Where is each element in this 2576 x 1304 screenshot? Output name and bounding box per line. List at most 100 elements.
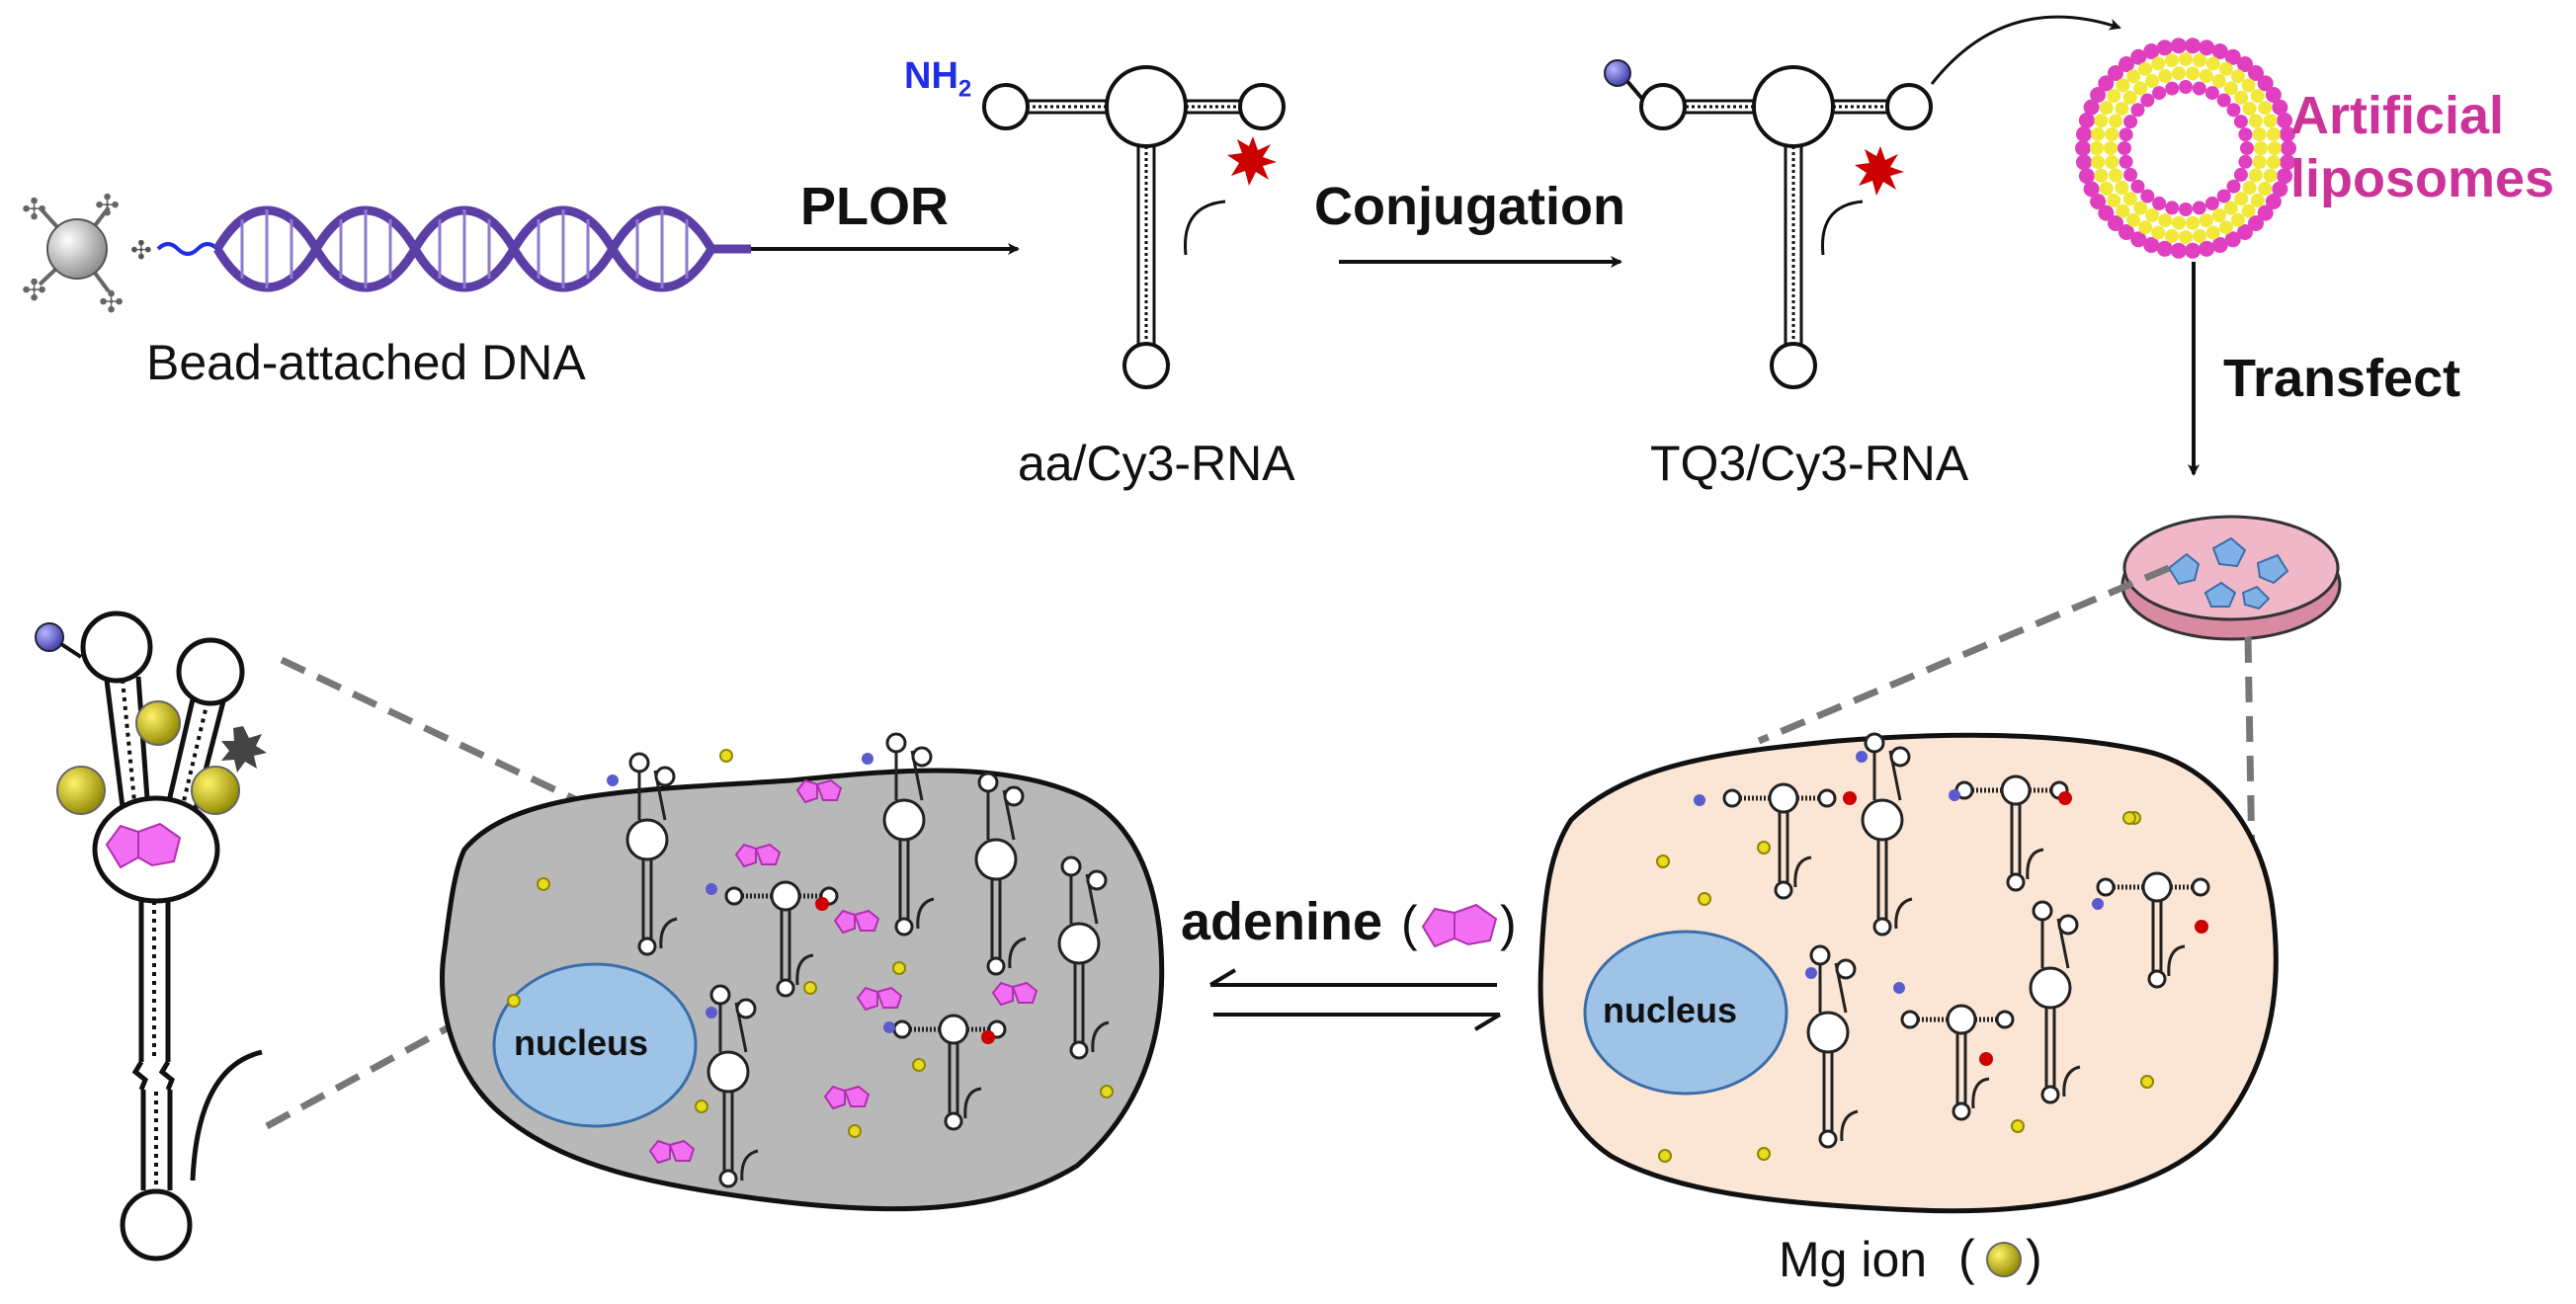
liposome-lipid	[2115, 181, 2129, 195]
liposome-lipid	[2133, 201, 2148, 215]
liposome-lipid	[2133, 81, 2148, 96]
aa-cy3-rna-structure	[982, 65, 1286, 389]
liposome-lipid	[2234, 192, 2249, 206]
liposome-lipid	[2280, 125, 2295, 142]
culture-dish	[2120, 515, 2342, 641]
liposome-lipid	[2164, 228, 2179, 243]
liposome-lipid	[2199, 40, 2215, 56]
liposome-lipid	[2211, 237, 2228, 253]
equilibrium-arrows	[1208, 968, 1502, 1031]
liposome-lipid	[2119, 154, 2133, 169]
liposome-lipid	[2218, 61, 2233, 76]
liposomes-label-line2: liposomes	[2290, 149, 2555, 208]
liposome-lipid	[2151, 225, 2166, 240]
zoom-line-dish-right	[2244, 636, 2257, 920]
transfect-label: Transfect	[2223, 349, 2461, 408]
liposome-lipid	[2242, 102, 2257, 116]
liposome-lipid	[2078, 168, 2095, 185]
liposome-lipid	[2105, 127, 2119, 141]
liposome-lipid	[2138, 220, 2153, 235]
liposome-lipid	[2224, 48, 2241, 65]
liposome-lipid	[2091, 126, 2106, 141]
cell-adenine-bound	[440, 732, 1165, 1212]
liposome-lipid	[2263, 168, 2278, 183]
aa-cy3-rna-label: aa/Cy3-RNA	[1018, 436, 1295, 491]
liposome-lipid	[2119, 224, 2134, 240]
svg-text:): )	[1500, 896, 1517, 951]
liposome-lipid	[2223, 201, 2238, 215]
liposome-lipid	[2094, 168, 2109, 183]
liposome-lipid	[2193, 228, 2207, 243]
liposome-lipid	[2119, 56, 2134, 72]
liposome-lipid	[2192, 81, 2206, 96]
liposome-lipid	[2254, 141, 2268, 155]
liposome-lipid	[2277, 112, 2293, 128]
liposome-lipid	[2185, 242, 2202, 259]
liposome-lipid	[2216, 93, 2231, 108]
liposome-lipid	[2083, 181, 2100, 198]
liposome-lipid	[2122, 90, 2137, 105]
liposome-lipid	[2126, 212, 2141, 227]
nucleus-right	[1583, 930, 1788, 1096]
liposome-lipid	[2075, 140, 2091, 156]
liposome-lipid	[2107, 89, 2121, 104]
liposome-lipid	[2280, 154, 2295, 171]
liposomes-label-line1: Artificial	[2290, 86, 2505, 145]
liposome-lipid	[2252, 127, 2267, 141]
liposome-lipid	[2076, 154, 2092, 171]
liposome-lipid	[2179, 203, 2193, 216]
svg-text:(: (	[1401, 896, 1418, 951]
liposome-lipid	[2277, 168, 2293, 185]
liposome-lipid	[2186, 215, 2200, 230]
liposome-lipid	[2123, 167, 2138, 182]
liposome-lipid	[2234, 90, 2249, 105]
liposome-lipid	[2130, 103, 2145, 118]
liposome-lipid	[2193, 53, 2207, 68]
mg-ion-legend-icon	[1986, 1242, 2022, 1277]
liposome-lipid	[2179, 80, 2193, 94]
liposome-lipid	[2211, 43, 2228, 59]
liposome-lipid	[2098, 204, 2115, 221]
zoom-line-dish-left	[1757, 564, 2171, 745]
liposome-lipid	[2204, 196, 2219, 210]
liposome-lipid	[2172, 215, 2186, 230]
liposome-lipid	[2152, 86, 2167, 101]
liposome-lipid	[2266, 155, 2281, 170]
liposome-lipid	[2143, 237, 2160, 253]
liposome-lipid	[2233, 115, 2248, 129]
liposome-lipid	[2204, 86, 2219, 101]
liposome-lipid	[2211, 208, 2226, 222]
liposome-lipid	[2091, 155, 2106, 170]
adenine-label: adenine	[1181, 892, 1383, 951]
liposome-lipid	[2248, 114, 2263, 128]
conjugation-label: Conjugation	[1314, 177, 1625, 236]
dna-double-helix	[156, 205, 751, 292]
liposome-lipid	[2078, 112, 2095, 128]
liposome-lipid	[2266, 126, 2281, 141]
mg-paren-close: )	[2026, 1230, 2042, 1285]
liposome-lipid	[2170, 242, 2187, 259]
liposome-lipid	[2211, 74, 2226, 88]
liposome-lipid	[2076, 125, 2092, 142]
liposome-lipid	[2250, 89, 2265, 104]
svg-text:✣: ✣	[22, 193, 46, 227]
liposome-lipid	[2205, 56, 2220, 71]
cell-free-state	[1537, 732, 2279, 1214]
liposome-lipid	[2241, 204, 2256, 218]
liposome-lipid	[2179, 230, 2193, 244]
liposome-lipid	[2241, 78, 2256, 93]
liposome-lipid	[2164, 53, 2179, 68]
liposome-lipid	[2226, 179, 2241, 194]
liposome-lipid	[2170, 38, 2187, 54]
liposome-lipid	[2223, 81, 2238, 96]
large-riboswitch-bound	[35, 611, 267, 1262]
liposome-lipid	[2122, 192, 2137, 206]
bead: ✣ ✣ ✣ ✣ ✣	[22, 189, 152, 320]
liposome-lipid	[2090, 194, 2107, 209]
liposome-lipid	[2172, 66, 2186, 81]
liposome-lipid	[2258, 181, 2273, 196]
liposome-lipid	[2185, 38, 2202, 54]
liposome-lipid	[2218, 220, 2233, 235]
liposome-lipid	[2108, 65, 2123, 81]
